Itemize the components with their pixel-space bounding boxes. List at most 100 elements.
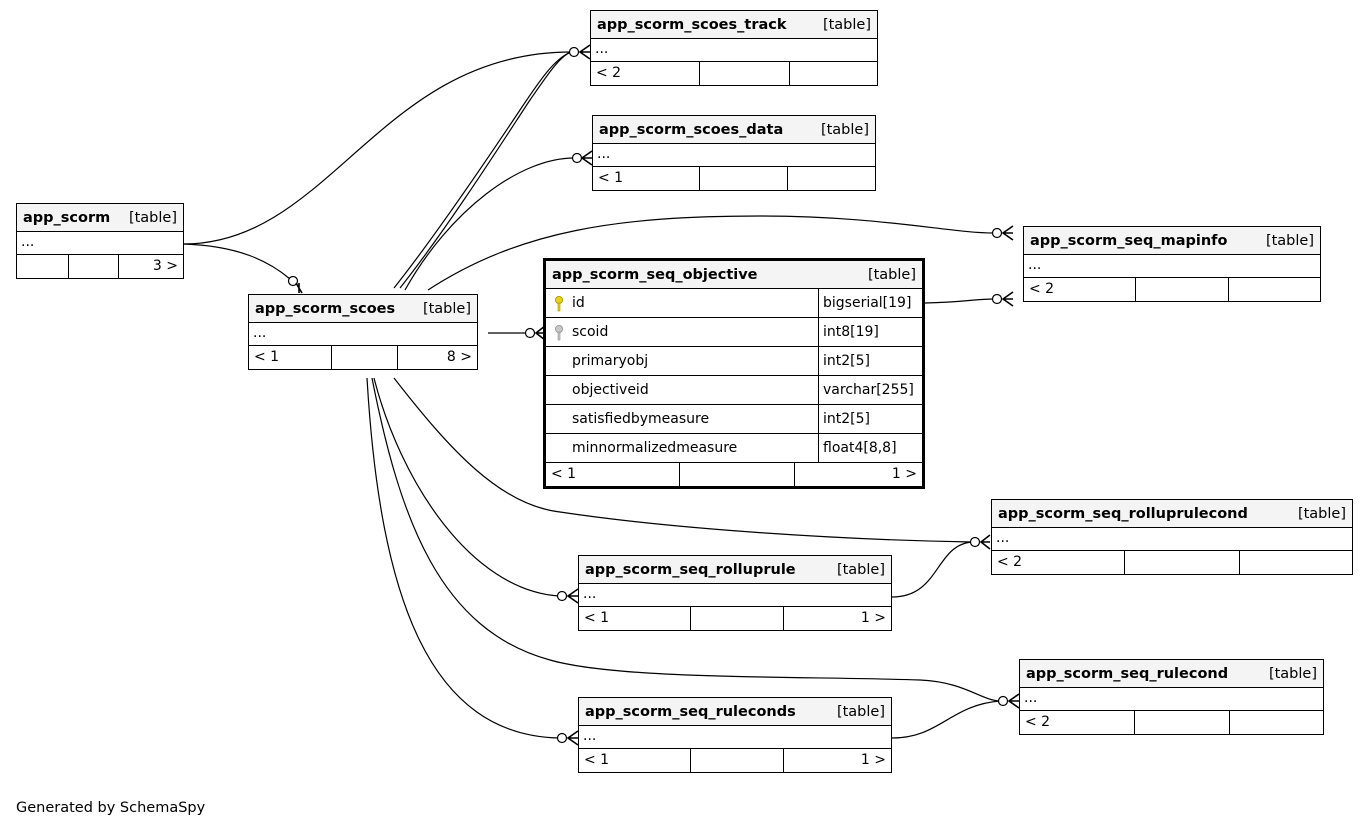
table-footer: < 2 [591, 62, 877, 85]
parent-count: < 1 [598, 170, 624, 186]
table-app-scorm-scoes-data[interactable]: app_scorm_scoes_data[table] ... < 1 [592, 115, 876, 191]
table-footer: < 2 [1020, 711, 1323, 734]
table-app-scorm-seq-rulecond[interactable]: app_scorm_seq_rulecond[table] ... < 2 [1019, 659, 1324, 735]
edge-scoes-to-scoes-data [404, 157, 575, 291]
parent-count: < 2 [997, 554, 1023, 570]
child-count [1229, 711, 1323, 734]
collapsed-columns: ... [249, 323, 477, 346]
column-type: int8[19] [823, 324, 879, 340]
parent-count: < 1 [584, 752, 610, 768]
table-name: app_scorm_seq_ruleconds [585, 703, 796, 720]
crowfoot-marker [295, 282, 303, 294]
optional-marker [991, 227, 1003, 239]
table-app-scorm-seq-rolluprulecond[interactable]: app_scorm_seq_rolluprulecond[table] ... … [991, 499, 1353, 575]
table-name: app_scorm_scoes [255, 300, 396, 317]
optional-marker [287, 275, 299, 287]
parent-count [17, 255, 68, 278]
table-type: [table] [822, 16, 871, 33]
parent-count: < 1 [584, 610, 610, 626]
collapsed-columns: ... [579, 584, 891, 607]
crowfoot-marker [1001, 225, 1014, 241]
crowfoot-marker [1007, 693, 1020, 709]
child-count [789, 62, 877, 85]
table-name: app_scorm [23, 209, 111, 226]
table-type: [table] [820, 121, 869, 138]
column-row: scoid int8[19] [546, 318, 922, 347]
column-row: id bigserial[19] [546, 289, 922, 318]
table-name: app_scorm_seq_rulecond [1026, 665, 1229, 682]
column-name: satisfiedbymeasure [572, 411, 710, 427]
crowfoot-marker [580, 150, 593, 166]
optional-marker [969, 536, 981, 548]
edge-scoes-to-rolluprulecond [393, 377, 973, 543]
column-type: int2[5] [823, 411, 870, 427]
child-count: 1 > [783, 607, 891, 630]
table-footer: < 1 1 > [579, 607, 891, 630]
table-name: app_scorm_scoes_track [597, 16, 787, 33]
row-count [331, 346, 397, 369]
table-app-scorm-seq-ruleconds[interactable]: app_scorm_seq_ruleconds[table] ... < 1 1… [578, 697, 892, 773]
crowfoot-marker [1001, 291, 1014, 307]
table-name: app_scorm_seq_mapinfo [1030, 232, 1228, 249]
table-type: [table] [1297, 505, 1346, 522]
row-count [690, 607, 783, 630]
parent-count: < 2 [596, 65, 622, 81]
collapsed-columns: ... [992, 528, 1352, 551]
child-count: 3 > [118, 255, 183, 278]
foreign-key-icon [555, 325, 563, 341]
crowfoot-marker [566, 730, 579, 746]
table-app-scorm-seq-objective[interactable]: app_scorm_seq_objective[table] id bigser… [543, 258, 925, 489]
row-count [68, 255, 118, 278]
table-type: [table] [128, 209, 177, 226]
table-footer: 3 > [17, 255, 183, 278]
optional-marker [997, 695, 1009, 707]
edge-rolluprule-to-rolluprulecond [891, 541, 973, 598]
optional-marker [991, 293, 1003, 305]
table-type: [table] [836, 703, 885, 720]
table-footer: < 1 1 > [546, 463, 922, 486]
parent-count: < 1 [551, 466, 577, 482]
table-app-scorm[interactable]: app_scorm [table] ... 3 > [16, 203, 184, 279]
table-app-scorm-scoes[interactable]: app_scorm_scoes[table] ... < 1 8 > [248, 294, 478, 370]
edge-scoes-to-ruleconds [366, 377, 560, 739]
column-name: minnormalizedmeasure [572, 440, 738, 456]
table-app-scorm-seq-rolluprule[interactable]: app_scorm_seq_rolluprule[table] ... < 1 … [578, 555, 892, 631]
edge-scoes-to-rulecond [371, 377, 1001, 702]
edge-scorm-to-scoes-track [183, 51, 572, 245]
edge-scoes-to-rolluprule [373, 377, 560, 597]
table-footer: < 1 8 > [249, 346, 477, 369]
row-count [699, 62, 789, 85]
column-type: bigserial[19] [823, 295, 912, 311]
edge-scoes-to-scoes-track-b [399, 51, 572, 289]
table-type: [table] [1268, 665, 1317, 682]
table-app-scorm-seq-mapinfo[interactable]: app_scorm_seq_mapinfo[table] ... < 2 [1023, 226, 1321, 302]
primary-key-icon [555, 296, 563, 312]
row-count [1135, 278, 1228, 301]
child-count: 1 > [794, 463, 922, 486]
child-count [787, 167, 875, 190]
crowfoot-marker [578, 44, 591, 60]
collapsed-columns: ... [17, 232, 183, 255]
row-count [1134, 711, 1229, 734]
row-count [679, 463, 794, 486]
child-count [1239, 551, 1352, 574]
collapsed-columns: ... [591, 39, 877, 62]
optional-marker [571, 152, 583, 164]
table-footer: < 1 1 > [579, 749, 891, 772]
parent-count: < 2 [1029, 281, 1055, 297]
collapsed-columns: ... [593, 144, 875, 167]
collapsed-columns: ... [1024, 255, 1320, 278]
column-type: int2[5] [823, 353, 870, 369]
row-count [690, 749, 783, 772]
column-row: primaryobj int2[5] [546, 347, 922, 376]
edge-objective-to-mapinfo [924, 298, 995, 304]
table-app-scorm-scoes-track[interactable]: app_scorm_scoes_track [table] ... < 2 [590, 10, 878, 86]
column-row: satisfiedbymeasure int2[5] [546, 405, 922, 434]
column-row: minnormalizedmeasure float4[8,8] [546, 434, 922, 463]
column-name: scoid [572, 324, 609, 340]
crowfoot-marker [979, 534, 991, 550]
edge-scoes-to-scoes-track-a [393, 51, 572, 289]
row-count [1124, 551, 1239, 574]
table-type: [table] [867, 266, 916, 283]
